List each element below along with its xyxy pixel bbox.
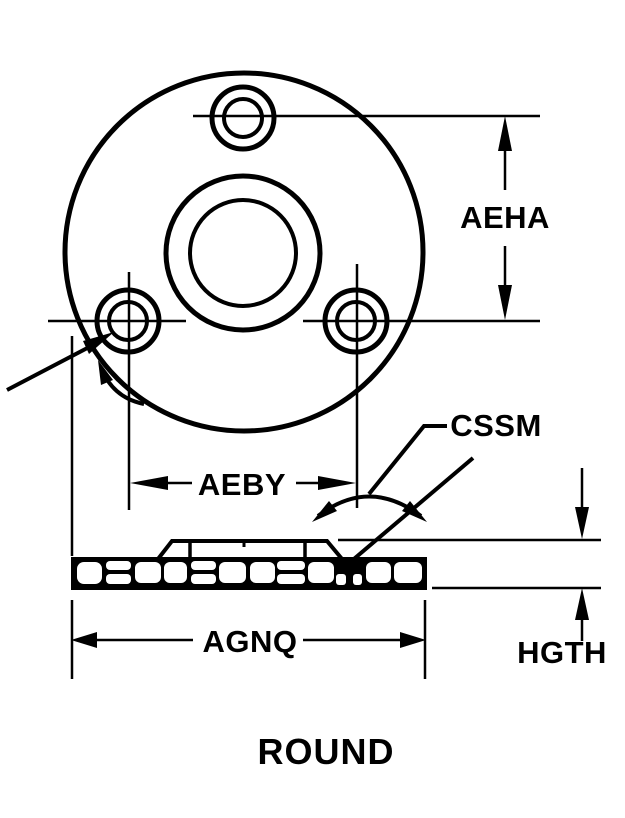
- hatch-blob: [308, 562, 334, 583]
- callout-cssm: CSSM: [312, 408, 542, 566]
- arc-arrowhead-right-icon: [402, 501, 427, 522]
- hatch-blob: [191, 561, 216, 570]
- flange-outer-circle: [62, 70, 426, 434]
- curved-leader-arrowhead-icon: [98, 360, 113, 385]
- aeha-arrow-up-icon: [498, 116, 512, 151]
- hatch-blob: [394, 562, 422, 583]
- hatch-blob: [164, 562, 187, 583]
- center-boss-circle: [163, 173, 323, 333]
- hatch-blob: [277, 561, 305, 570]
- right-bolt-hole-outer: [322, 287, 390, 355]
- top-bolt-hole-inner: [222, 97, 264, 139]
- center-bore-circle: [188, 198, 298, 308]
- hatch-blob: [336, 574, 346, 585]
- agnq-arrow-right-icon: [400, 632, 426, 648]
- dimension-aeby: AEBY: [130, 467, 356, 502]
- hgth-arrow-down-icon: [575, 507, 589, 539]
- view-caption: ROUND: [258, 731, 395, 772]
- hatch-blob: [366, 562, 391, 583]
- hgth-label: HGTH: [517, 635, 607, 670]
- hgth-arrow-up-icon: [575, 588, 589, 620]
- dimension-hgth: HGTH: [338, 468, 607, 670]
- hub-boss-profile: [153, 539, 347, 561]
- side-view: [71, 539, 427, 590]
- left-bolt-hole-outer: [94, 287, 162, 355]
- bolt-hole-leader-arrowhead-icon: [83, 332, 114, 354]
- hatch-blob: [135, 562, 161, 583]
- top-bolt-hole-outer: [209, 84, 277, 152]
- aeby-arrow-left-icon: [130, 476, 168, 490]
- aeby-label: AEBY: [198, 467, 286, 502]
- dimension-agnq: AGNQ: [70, 336, 427, 679]
- hatch-blob: [250, 562, 275, 583]
- aeha-arrow-down-icon: [498, 285, 512, 320]
- cssm-label: CSSM: [450, 408, 542, 443]
- agnq-arrow-left-icon: [71, 632, 97, 648]
- hatch-blob: [353, 574, 362, 585]
- arc-arrowhead-left-icon: [312, 501, 337, 522]
- agnq-label: AGNQ: [203, 624, 298, 659]
- right-bolt-hole-inner: [335, 300, 377, 342]
- aeha-label: AEHA: [460, 200, 550, 235]
- hatch-blob: [277, 574, 305, 584]
- dimension-aeha: AEHA: [460, 116, 550, 320]
- front-view: [6, 70, 540, 510]
- hatch-blob: [77, 562, 102, 584]
- hatch-blob: [219, 562, 246, 583]
- left-bolt-hole-inner: [107, 300, 149, 342]
- hatch-blob: [106, 561, 131, 570]
- hatch-blob: [191, 574, 216, 584]
- cssm-leader-a: [367, 424, 447, 496]
- bolt-hole-leader-line: [6, 342, 96, 392]
- hatch-blob: [106, 574, 131, 584]
- aeby-arrow-right-icon: [318, 476, 356, 490]
